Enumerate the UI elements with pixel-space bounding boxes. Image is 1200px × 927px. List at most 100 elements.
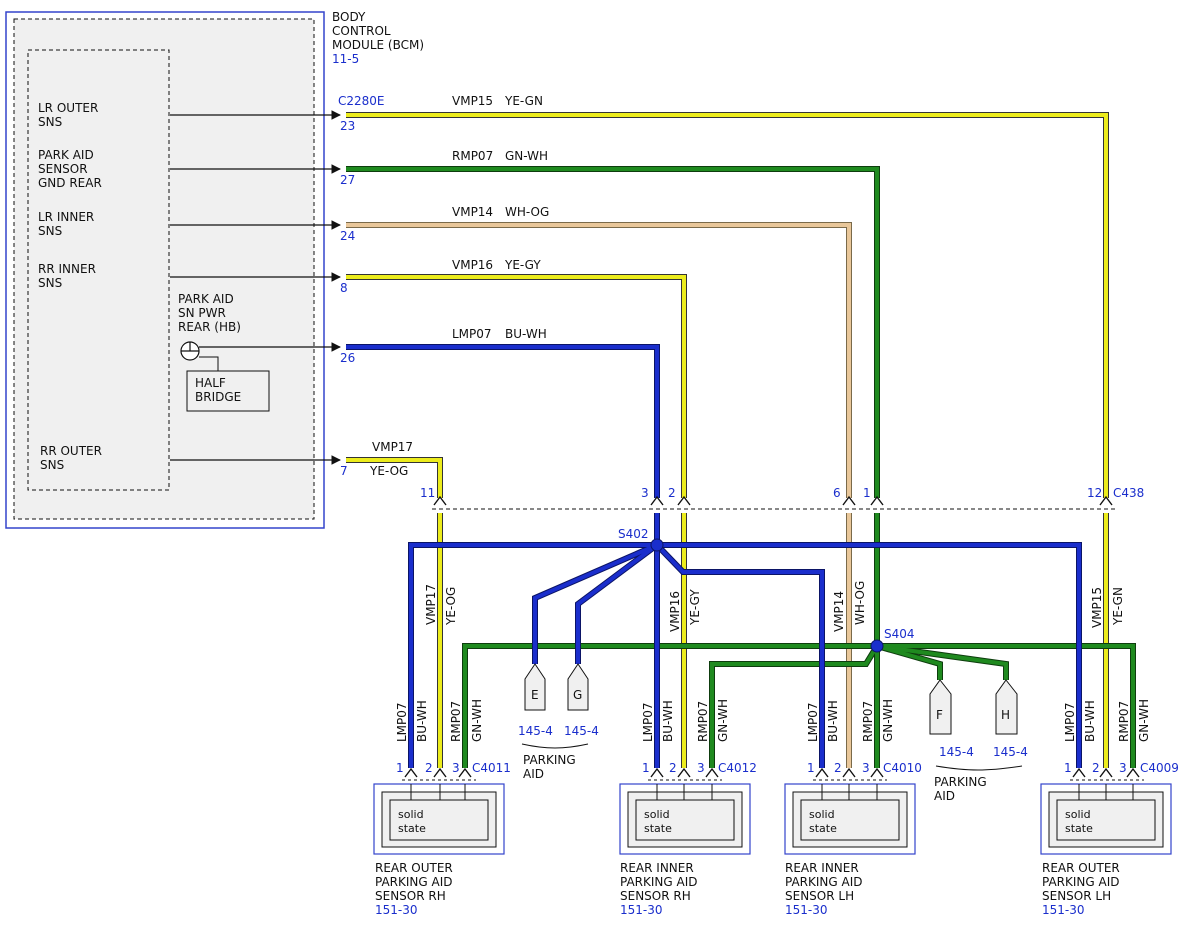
sensor-rear-inner-lh[interactable]: LMP07 BU-WH RMP07 GN-WH 1 2 3 C4010 soli… xyxy=(784,699,922,917)
c438-pin-11: 11 xyxy=(420,486,435,500)
ref-f-page[interactable]: 145-4 xyxy=(939,745,974,759)
sensor3-name-1: REAR INNER xyxy=(785,861,859,875)
c438-name[interactable]: C438 xyxy=(1113,486,1144,500)
vlabel-ye-gn: YE-GN xyxy=(1111,587,1125,626)
wire-vmp15[interactable] xyxy=(346,112,1109,498)
label-lr-outer-2: SNS xyxy=(38,115,62,129)
wire-vmp17[interactable] xyxy=(346,457,443,498)
sensor2-module-2: state xyxy=(644,822,672,835)
parking-aid-left-2: AID xyxy=(523,767,544,781)
sensor1-module-1: solid xyxy=(398,808,424,821)
sensor2-name-1: REAR INNER xyxy=(620,861,694,875)
vlabel-vmp14: VMP14 xyxy=(832,591,846,632)
sensor2-module-1: solid xyxy=(644,808,670,821)
wire-label-lmp07: LMP07 xyxy=(452,327,492,341)
label-park-aid-gnd-2: SENSOR xyxy=(38,162,88,176)
bcm-title-line-3: MODULE (BCM) xyxy=(332,38,424,52)
wire-color-vmp16: YE-GY xyxy=(504,258,541,272)
vlabel-vmp16: VMP16 xyxy=(668,591,682,632)
vlabel-wh-og: WH-OG xyxy=(853,581,867,625)
wire-lmp07[interactable] xyxy=(346,344,660,498)
parking-aid-refs-right[interactable]: F H 145-4 145-4 PARKING AID xyxy=(929,679,1028,803)
splice-s402[interactable]: S402 xyxy=(618,527,664,552)
sensor3-name-2: PARKING AID xyxy=(785,875,863,889)
sensor4-ref[interactable]: 151-30 xyxy=(1042,903,1085,917)
label-park-aid-pwr-2: SN PWR xyxy=(178,306,226,320)
sensor1-wire-lmp07: LMP07 xyxy=(395,702,409,742)
ref-e-letter: E xyxy=(531,688,539,702)
sensor4-name-1: REAR OUTER xyxy=(1042,861,1120,875)
sensor2-pin-3: 3 xyxy=(697,761,705,775)
sensor1-wire-rmp07: RMP07 xyxy=(449,701,463,742)
sensor4-connector[interactable]: C4009 xyxy=(1140,761,1179,775)
sensor3-wire-gn-wh: GN-WH xyxy=(881,699,895,742)
wire-rmp07-network[interactable] xyxy=(462,513,1136,768)
c438-connector[interactable]: 11 3 2 6 1 12 C438 xyxy=(420,486,1144,510)
label-lr-inner-2: SNS xyxy=(38,224,62,238)
wire-label-vmp17: VMP17 xyxy=(372,440,413,454)
bcm-title-line-1: BODY xyxy=(332,10,366,24)
wire-label-rmp07: RMP07 xyxy=(452,149,493,163)
ref-h-page[interactable]: 145-4 xyxy=(993,745,1028,759)
sensor-rear-outer-rh[interactable]: LMP07 BU-WH RMP07 GN-WH 1 2 3 C4011 soli… xyxy=(373,699,511,917)
sensor1-connector[interactable]: C4011 xyxy=(472,761,511,775)
wire-vmp14[interactable] xyxy=(346,222,852,498)
sensor3-module-1: solid xyxy=(809,808,835,821)
vlabel-vmp15: VMP15 xyxy=(1090,587,1104,628)
sensor1-pin-3: 3 xyxy=(452,761,460,775)
sensor-rear-inner-rh[interactable]: LMP07 BU-WH RMP07 GN-WH 1 2 3 C4012 soli… xyxy=(619,699,757,917)
sensor2-connector[interactable]: C4012 xyxy=(718,761,757,775)
ref-g-page[interactable]: 145-4 xyxy=(564,724,599,738)
label-rr-outer-1: RR OUTER xyxy=(40,444,102,458)
label-park-aid-gnd-1: PARK AID xyxy=(38,148,94,162)
c438-pin-3: 3 xyxy=(641,486,649,500)
label-rr-inner-1: RR INNER xyxy=(38,262,96,276)
sensor2-pin-1: 1 xyxy=(642,761,650,775)
sensor4-name-2: PARKING AID xyxy=(1042,875,1120,889)
sensor1-pin-1: 1 xyxy=(396,761,404,775)
vertical-wire-labels: VMP17 YE-OG VMP16 YE-GY VMP14 WH-OG VMP1… xyxy=(424,581,1125,632)
half-bridge-label-2: BRIDGE xyxy=(195,390,241,404)
sensor1-name-1: REAR OUTER xyxy=(375,861,453,875)
wire-color-vmp15: YE-GN xyxy=(504,94,543,108)
sensor4-wire-lmp07: LMP07 xyxy=(1063,702,1077,742)
bcm-connector[interactable]: C2280E xyxy=(338,94,385,108)
sensor2-wire-lmp07: LMP07 xyxy=(641,702,655,742)
label-park-aid-pwr-3: REAR (HB) xyxy=(178,320,241,334)
splice-s402-label: S402 xyxy=(618,527,649,541)
wire-lmp07-network[interactable] xyxy=(408,513,1082,768)
sensor-rear-outer-lh[interactable]: LMP07 BU-WH RMP07 GN-WH 1 2 3 C4009 soli… xyxy=(1040,699,1179,917)
ref-g-letter: G xyxy=(573,688,582,702)
parking-aid-refs-left[interactable]: E G 145-4 145-4 PARKING AID xyxy=(518,663,599,781)
wire-color-lmp07: BU-WH xyxy=(505,327,547,341)
sensor2-ref[interactable]: 151-30 xyxy=(620,903,663,917)
vlabel-ye-og: YE-OG xyxy=(444,587,458,626)
wire-label-vmp15: VMP15 xyxy=(452,94,493,108)
sensor2-name-3: SENSOR RH xyxy=(620,889,691,903)
sensor4-pin-2: 2 xyxy=(1092,761,1100,775)
wire-color-rmp07: GN-WH xyxy=(505,149,548,163)
ref-h-letter: H xyxy=(1001,708,1010,722)
wire-vmp16[interactable] xyxy=(346,274,687,498)
sensor1-ref[interactable]: 151-30 xyxy=(375,903,418,917)
ref-e-page[interactable]: 145-4 xyxy=(518,724,553,738)
sensor3-module-2: state xyxy=(809,822,837,835)
label-rr-outer-2: SNS xyxy=(40,458,64,472)
bcm-ref[interactable]: 11-5 xyxy=(332,52,359,66)
label-lr-inner-1: LR INNER xyxy=(38,210,94,224)
bcm-pin-7: 7 xyxy=(340,464,348,478)
sensor3-connector[interactable]: C4010 xyxy=(883,761,922,775)
sensor3-ref[interactable]: 151-30 xyxy=(785,903,828,917)
label-park-aid-pwr-1: PARK AID xyxy=(178,292,234,306)
bcm-pin-27: 27 xyxy=(340,173,355,187)
sensor1-wire-gn-wh: GN-WH xyxy=(470,699,484,742)
sensor3-pin-3: 3 xyxy=(862,761,870,775)
bcm-module: BODY CONTROL MODULE (BCM) 11-5 LR OUTER … xyxy=(5,10,424,529)
parking-aid-right-1: PARKING xyxy=(934,775,987,789)
sensor4-wire-rmp07: RMP07 xyxy=(1117,701,1131,742)
sensor2-wire-rmp07: RMP07 xyxy=(696,701,710,742)
bcm-pin-8: 8 xyxy=(340,281,348,295)
splice-s404[interactable]: S404 xyxy=(870,627,915,653)
wire-rmp07[interactable] xyxy=(346,166,880,498)
